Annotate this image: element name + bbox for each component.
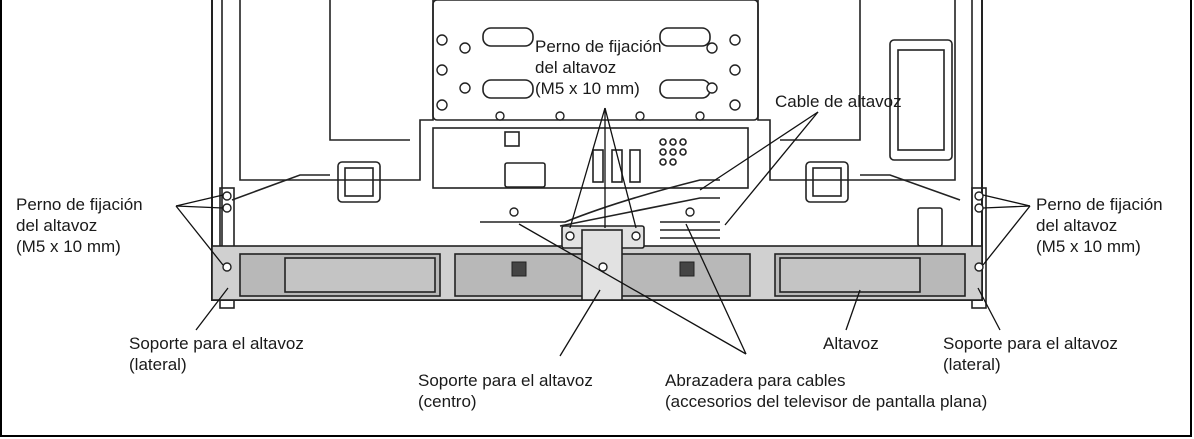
label-bolt-top: Perno de fijación del altavoz (M5 x 10 m…	[535, 37, 662, 98]
label-bolt-right: Perno de fijación del altavoz (M5 x 10 m…	[1036, 195, 1163, 256]
mounting-plate	[432, 0, 759, 121]
label-speaker: Altavoz	[823, 334, 879, 353]
screws	[222, 34, 984, 272]
leader-lines	[175, 107, 1031, 357]
label-cable-clamp: Abrazadera para cables (accesorios del t…	[665, 371, 988, 411]
label-speaker-cable: Cable de altavoz	[775, 92, 902, 111]
label-bracket-side-left: Soporte para el altavoz (lateral)	[129, 334, 304, 374]
label-bolt-left: Perno de fijación del altavoz (M5 x 10 m…	[16, 195, 143, 256]
speaker-cable-path	[480, 179, 720, 227]
center-bracket	[561, 225, 645, 301]
right-handle	[805, 161, 849, 203]
left-handle	[337, 161, 381, 203]
cable-clamps	[511, 261, 695, 277]
label-bracket-side-right: Soporte para el altavoz (lateral)	[943, 334, 1118, 374]
label-bracket-center: Soporte para el altavoz (centro)	[418, 371, 593, 411]
